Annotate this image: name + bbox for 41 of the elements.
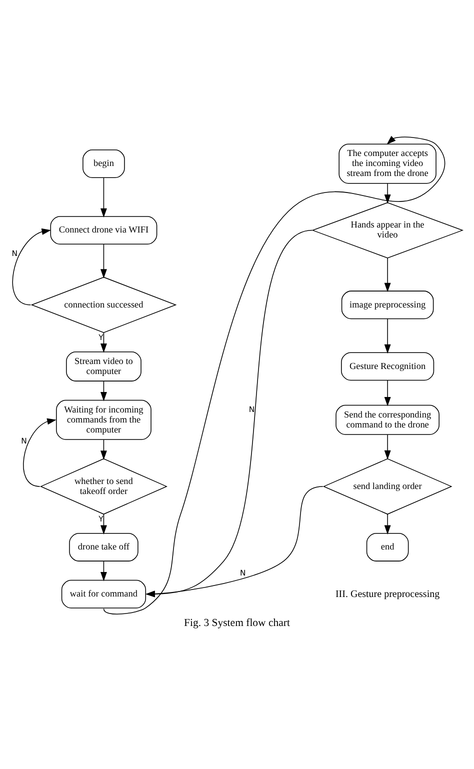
edge-label: N (240, 568, 246, 578)
arrow (384, 514, 391, 534)
arrow (384, 434, 391, 460)
arrow (103, 136, 446, 614)
edge-label: N (12, 249, 18, 258)
node-box: Waiting for incoming commands from the computer (56, 400, 152, 440)
node-diamond: whether to send takeoff order (40, 458, 168, 515)
arrow (146, 486, 324, 598)
node-box: Connect drone via WIFI (50, 216, 158, 245)
arrow (384, 318, 391, 354)
node-box: wait for command (61, 580, 146, 608)
node-box: drone take off (69, 533, 138, 562)
node-diamond: Hands appear in the video (312, 202, 464, 258)
node-diamond: connection successed (30, 276, 177, 334)
arrow (100, 177, 107, 218)
arrow (100, 332, 107, 353)
node-box: Send the corresponding command to the drone (336, 404, 440, 435)
arrow (100, 439, 107, 460)
arrow (100, 560, 107, 582)
node-box: Stream video to computer (66, 351, 142, 382)
node-box: image preprocessing (341, 290, 434, 320)
arrow (384, 183, 391, 204)
node-box: Gesture Recognition (341, 352, 434, 381)
edge-label: N (248, 404, 255, 414)
node-diamond: send landing order (322, 458, 452, 515)
edge-label: Y (98, 332, 104, 342)
node-box: The computer accepts the incoming video stream from the drone (338, 144, 436, 184)
label: III. Gesture preprocessing (335, 588, 440, 600)
arrow (384, 380, 391, 406)
arrow (100, 514, 107, 534)
caption: Fig. 3 System flow chart (184, 616, 290, 629)
arrow (23, 418, 56, 487)
node-box: begin (82, 150, 125, 178)
arrow (100, 380, 107, 402)
edge-label: Y (98, 514, 104, 524)
arrow (146, 230, 313, 598)
arrow (100, 244, 107, 278)
arrow (12, 228, 52, 306)
arrow (384, 258, 391, 292)
edge-label: N (21, 436, 27, 446)
node-box: end (366, 533, 409, 562)
